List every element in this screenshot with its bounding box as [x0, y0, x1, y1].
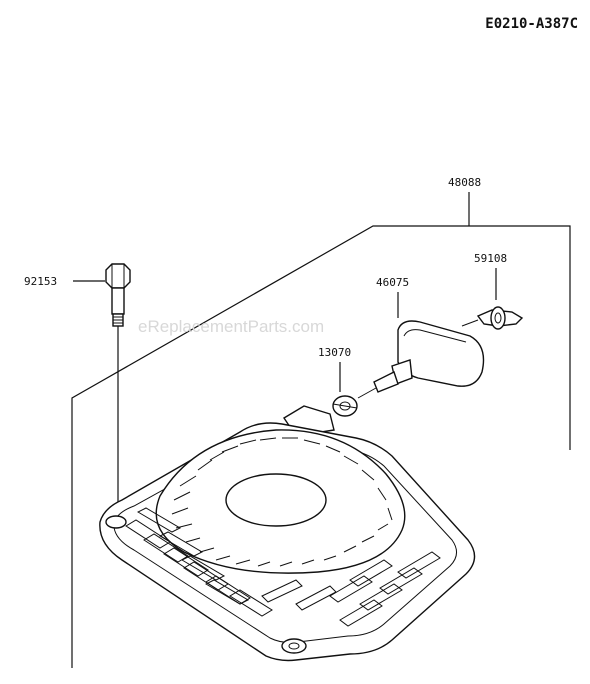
watermark: eReplacementParts.com — [138, 317, 324, 336]
callout-48088[interactable]: 48088 — [448, 176, 481, 226]
part-number-label: 59108 — [474, 252, 507, 265]
diagram-code: E0210-A387C — [485, 16, 578, 32]
rope-grommet-59108 — [461, 306, 524, 330]
callout-13070[interactable]: 13070 — [318, 346, 351, 392]
callout-92153[interactable]: 92153 — [24, 275, 105, 288]
callout-59108[interactable]: 59108 — [474, 252, 507, 300]
callout-46075[interactable]: 46075 — [376, 276, 409, 318]
part-number-label: 48088 — [448, 176, 481, 189]
part-number-label: 46075 — [376, 276, 409, 289]
part-number-label: 92153 — [24, 275, 57, 288]
starter-handle-46075 — [357, 320, 485, 399]
mount-boss — [105, 515, 127, 529]
part-number-label: 13070 — [318, 346, 351, 359]
nut-13070 — [332, 395, 358, 417]
recoil-starter-housing — [99, 405, 476, 662]
mount-boss — [281, 638, 307, 654]
assembly-frame — [71, 225, 571, 668]
bolt-92153 — [105, 263, 131, 515]
